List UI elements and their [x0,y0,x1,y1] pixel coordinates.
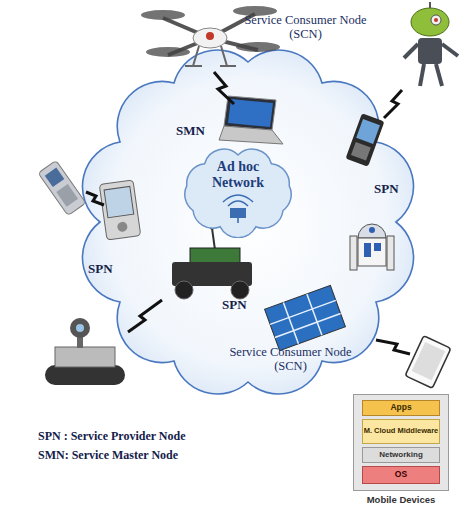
stack-layer: OS [362,466,440,484]
abbreviation-note: SPN : Service Provider Node [38,430,318,444]
network-title: Ad hoc Network [201,159,275,190]
pda-body [99,180,140,240]
r2d2-eye [369,227,375,233]
network-cloud-node: Ad hoc Network [177,146,299,238]
robot-body [418,38,442,64]
robot-head [411,8,449,36]
stack-layer: Networking [362,447,440,463]
robot-tread [45,365,125,385]
car-antenna [212,228,215,250]
car-wheel [175,281,193,299]
consumer-node-label: Service Consumer Node (SCN) [228,345,353,374]
drone-rotor [146,47,190,57]
robot-illustration [404,2,458,86]
drone-leg [221,46,227,66]
robot-body [55,347,115,367]
drone-light [206,32,214,40]
r2d2-illustration [350,224,394,270]
drone-skid [220,65,236,67]
phone-keypad [351,142,371,161]
r2d2-leg [350,236,357,270]
wireless-bolt [86,192,104,205]
camera-robot-illustration [45,318,125,385]
abbreviation-note: SMN: Service Master Node [38,449,318,463]
provider-node-label: SPN [374,182,414,197]
pda-screen [104,186,134,217]
map-tablet-illustration [265,285,346,350]
tablet-screen [412,342,445,380]
camera-body [70,318,90,338]
phone-illustration [38,160,86,215]
car-wheel [231,281,249,299]
phone-illustration [346,113,385,166]
r2d2-body [358,238,386,266]
laptop-base [219,126,283,144]
r2d2-dome [358,224,386,238]
layer-name: OS [395,470,407,480]
r2d2-panel [374,243,381,251]
wireless-bolt [214,72,234,104]
layer-name: Apps [390,403,411,413]
wireless-links [86,72,410,354]
robot-arm [404,44,418,58]
stack-layer: M. Cloud Middleware [362,419,440,444]
robot-pupil [434,18,438,22]
robot-antenna [429,2,431,8]
phone-screen [356,119,380,144]
wireless-bolt [384,90,402,118]
map-tablet-body [265,285,346,350]
layer-name: Networking [379,451,423,460]
layer-name: M. Cloud Middleware [364,427,439,435]
robot-leg [420,64,424,86]
wifi-arc [223,195,253,202]
tablet-illustration [405,336,451,389]
r2d2-panel [364,243,371,257]
cloud-shape [185,149,291,238]
stack-caption: Mobile Devices [353,495,449,506]
map-grid [265,285,346,350]
phone-body [38,160,86,215]
pda-illustration [99,180,140,240]
drone-rotor [141,10,185,20]
master-node-label: SMN [176,124,216,139]
drone-skid [185,65,202,67]
provider-node-label: SPN [88,262,128,277]
tablet-body [405,336,451,389]
drone-body [193,28,227,48]
network-cloud [82,50,413,394]
pda-button [117,221,128,232]
provider-node-label: SPN [222,298,262,313]
drone-rotor [236,42,280,52]
robot-eye [431,15,441,25]
robot-leg [436,64,442,86]
phone-screen [45,168,64,187]
wireless-bolt [128,300,162,332]
device-stack: Mobile Devices Apps M. Cloud MiddlewareNet… [353,394,449,516]
network-icon-stand [237,218,239,223]
camera-lens [76,324,84,332]
network-icon [230,208,246,218]
phone-body [346,113,385,166]
wifi-arc [228,201,248,206]
drone-leg [193,46,199,66]
wireless-bolt [376,340,410,354]
stack-layer: Apps [362,400,440,416]
laptop-illustration [219,96,283,144]
phone-keypad [56,184,78,207]
r2d2-leg [387,236,394,270]
stack-frame [354,395,449,491]
car-board [190,248,240,264]
consumer-node-label: Service Consumer Node (SCN) [243,13,368,42]
robot-arm [442,44,458,56]
